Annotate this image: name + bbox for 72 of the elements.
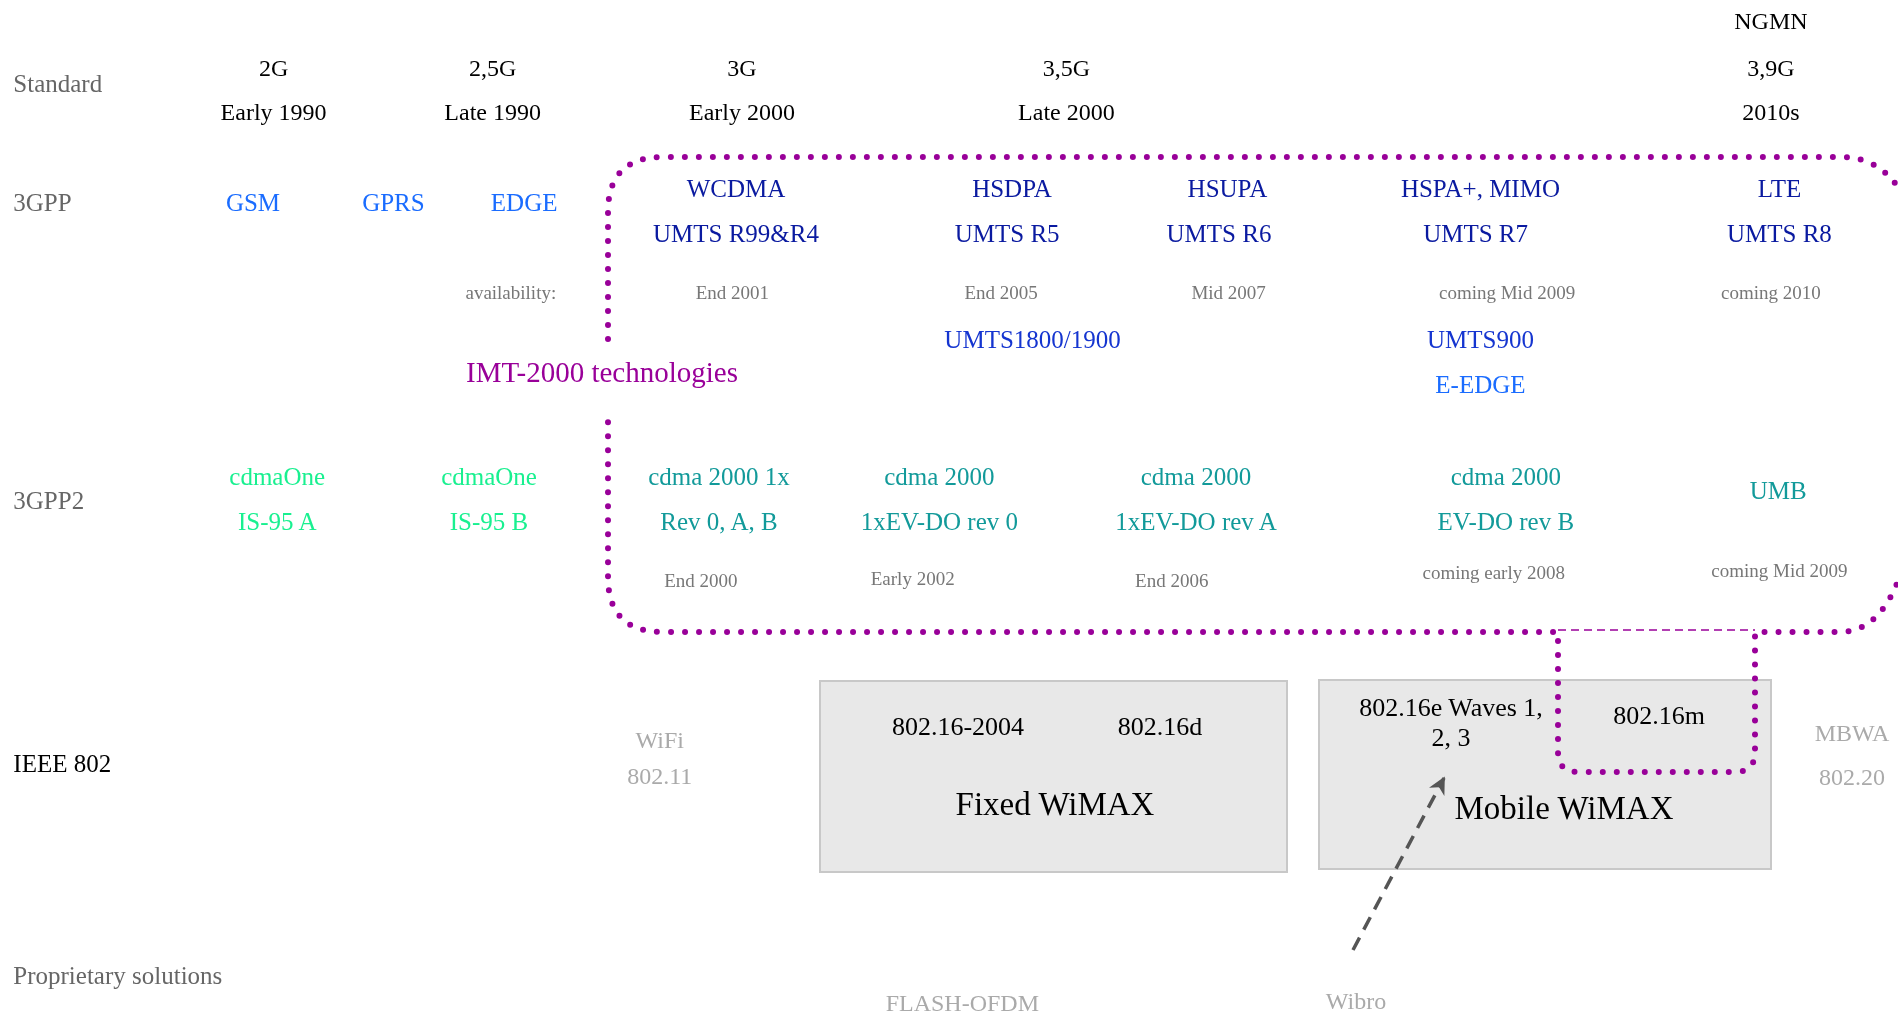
- technology-name: LTE: [1757, 174, 1802, 204]
- generation-label: 3G: [727, 55, 757, 83]
- technology-name: FLASH-OFDM: [885, 989, 1040, 1017]
- technology-name: 1xEV-DO rev 0: [860, 507, 1019, 537]
- technology-name: UMTS R5: [954, 219, 1060, 248]
- technology-name: EV-DO rev B: [1437, 507, 1575, 537]
- technology-name: cdmaOne: [441, 462, 537, 492]
- technology-name: GPRS: [362, 189, 425, 218]
- standard-group-box: [1318, 679, 1772, 870]
- technology-name: cdmaOne: [229, 462, 326, 492]
- availability-date: End 2001: [695, 282, 769, 304]
- region-label: IMT-2000 technologies: [466, 356, 738, 390]
- technology-name: WiFi: [635, 727, 684, 755]
- row-label: IEEE 802: [13, 749, 112, 779]
- generation-label: NGMN: [1734, 8, 1808, 36]
- standard-name: 802.16d: [1117, 712, 1203, 742]
- technology-name: cdma 2000: [1140, 462, 1252, 492]
- technology-name: IS-95 A: [237, 507, 317, 537]
- technology-name: cdma 2000: [1450, 462, 1562, 492]
- availability-date: End 2006: [1135, 570, 1209, 592]
- row-label: Proprietary solutions: [13, 961, 223, 991]
- technology-name: UMTS R99&R4: [652, 219, 819, 248]
- availability-date: Mid 2007: [1191, 282, 1266, 304]
- row-label: 3GPP: [13, 189, 72, 218]
- box-title: Fixed WiMAX: [955, 786, 1155, 824]
- technology-name: GSM: [225, 189, 281, 218]
- generation-label: 2,5G: [469, 55, 517, 83]
- generation-label: 3,9G: [1747, 55, 1795, 83]
- technology-name: HSPA+, MIMO: [1400, 174, 1560, 204]
- technology-name: cdma 2000: [884, 462, 995, 492]
- technology-name: 802.20: [1819, 764, 1886, 793]
- technology-name: EDGE: [490, 189, 558, 218]
- technology-name: UMTS R8: [1727, 219, 1832, 248]
- row-label: Standard: [13, 69, 103, 98]
- generation-label: 2010s: [1742, 98, 1800, 127]
- technology-name: MBWA: [1814, 719, 1890, 748]
- availability-date: availability:: [465, 282, 557, 304]
- generation-label: Late 2000: [1018, 98, 1115, 127]
- technology-name: WCDMA: [686, 174, 786, 204]
- technology-name: HSDPA: [972, 174, 1052, 204]
- standard-name: 802.16-2004: [891, 712, 1025, 742]
- technology-name: cdma 2000 1x: [648, 462, 790, 492]
- technology-name: E-EDGE: [1435, 370, 1526, 400]
- technology-name: Wibro: [1325, 988, 1387, 1016]
- availability-date: coming Mid 2009: [1439, 282, 1576, 304]
- technology-name: UMTS1800/1900: [944, 325, 1121, 355]
- availability-date: End 2000: [664, 570, 738, 592]
- availability-date: coming Mid 2009: [1711, 560, 1848, 583]
- availability-date: Early 2002: [870, 567, 955, 590]
- standard-name: 802.16m: [1613, 701, 1705, 731]
- availability-date: coming early 2008: [1422, 561, 1565, 584]
- standard-group-box: [819, 680, 1288, 873]
- standard-name: 802.16e Waves 1, 2, 3: [1358, 693, 1544, 753]
- generation-label: 3,5G: [1042, 55, 1091, 83]
- technology-name: 802.11: [627, 763, 693, 791]
- row-label: 3GPP2: [13, 486, 85, 516]
- availability-date: coming 2010: [1721, 282, 1821, 304]
- technology-name: UMTS R7: [1423, 219, 1529, 248]
- generation-label: Late 1990: [444, 98, 541, 127]
- technology-name: Rev 0, A, B: [660, 507, 778, 537]
- technology-name: HSUPA: [1187, 174, 1268, 204]
- arrow: [1351, 776, 1446, 951]
- technology-name: 1xEV-DO rev A: [1115, 507, 1277, 537]
- technology-name: IS-95 B: [449, 507, 529, 537]
- technology-name: UMTS R6: [1166, 219, 1272, 248]
- technology-name: UMB: [1749, 477, 1807, 506]
- generation-label: 2G: [258, 55, 289, 83]
- technology-name: UMTS900: [1426, 325, 1534, 355]
- generation-label: Early 2000: [689, 98, 795, 127]
- availability-date: End 2005: [964, 282, 1038, 304]
- generation-label: Early 1990: [220, 98, 327, 127]
- box-title: Mobile WiMAX: [1454, 790, 1674, 828]
